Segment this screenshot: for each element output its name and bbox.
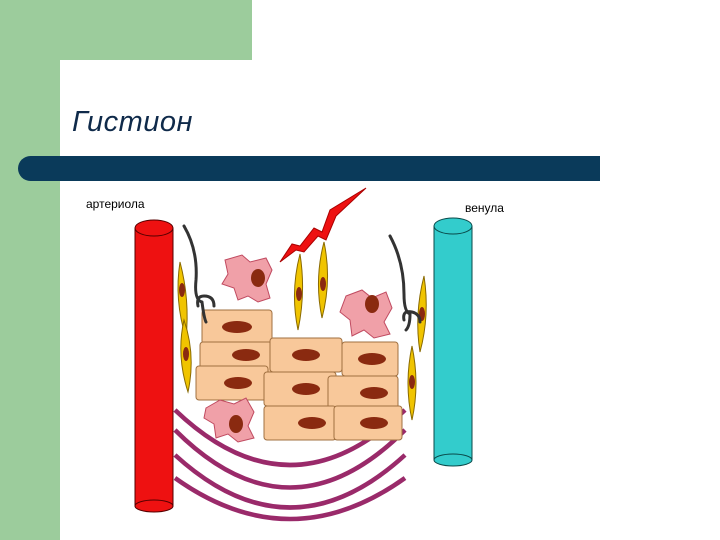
venule-vessel xyxy=(433,217,473,467)
arc-4 xyxy=(173,476,407,522)
fibroblast xyxy=(417,275,427,353)
cell xyxy=(263,405,337,441)
cell xyxy=(327,375,399,411)
fibroblast xyxy=(180,318,192,394)
slide-title: Гистион xyxy=(72,106,194,138)
arteriole-vessel xyxy=(134,219,174,513)
fibroblast xyxy=(293,253,304,331)
cell xyxy=(333,405,403,441)
cell xyxy=(195,365,269,401)
venule-label: венула xyxy=(465,201,504,215)
macrophage xyxy=(221,254,273,303)
accent-top-panel xyxy=(60,0,252,60)
parenchymal-cells xyxy=(195,309,403,441)
arc-2 xyxy=(173,428,407,490)
macrophage xyxy=(203,397,255,443)
cell xyxy=(269,337,343,373)
macrophages xyxy=(203,254,393,443)
cell xyxy=(341,341,399,377)
cell xyxy=(263,371,337,407)
macrophage xyxy=(339,289,393,339)
fibroblast xyxy=(407,345,417,421)
accent-side-panel xyxy=(0,0,60,540)
fibroblast xyxy=(317,241,329,319)
arc-3 xyxy=(173,453,407,510)
arteriole-label: артериола xyxy=(86,197,145,211)
cell xyxy=(201,309,273,345)
signal-lightning-icon xyxy=(279,187,367,263)
nerve-fibers xyxy=(182,224,422,332)
nerve-fiber-right xyxy=(388,234,422,332)
nerve-fiber-left xyxy=(182,224,216,324)
title-underline-bar xyxy=(18,156,600,181)
